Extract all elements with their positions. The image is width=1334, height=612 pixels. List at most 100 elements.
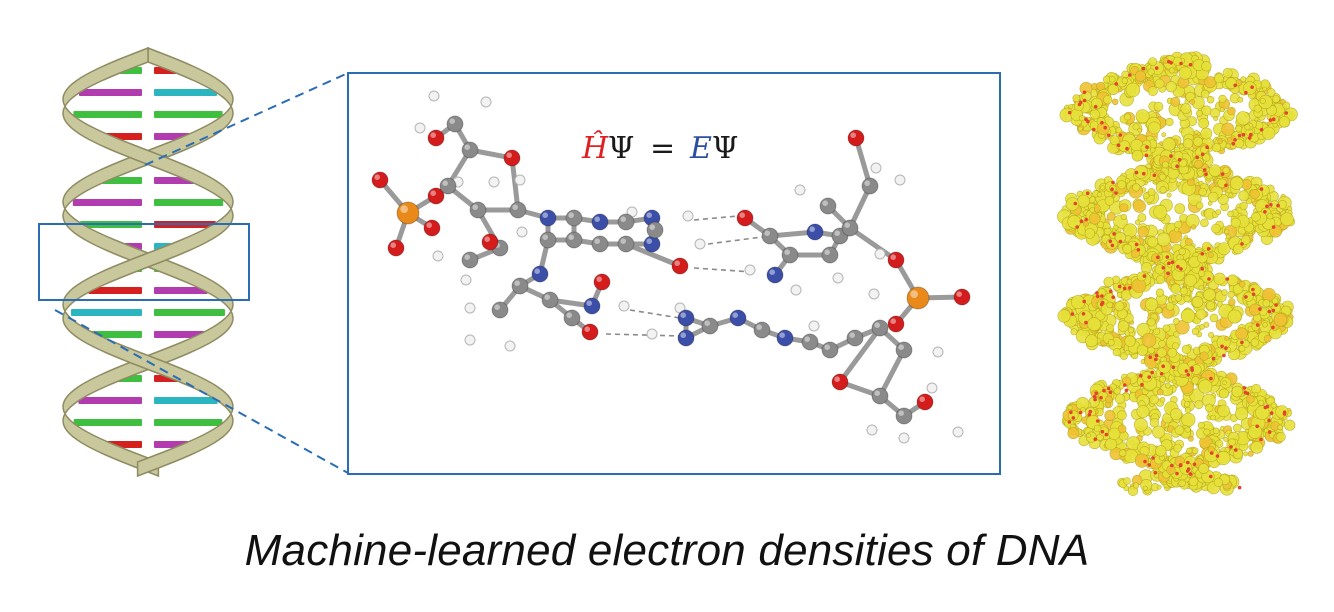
- density-core: [1109, 290, 1113, 294]
- density-blob: [1104, 277, 1114, 287]
- density-blob: [1123, 244, 1132, 253]
- base-left: [73, 199, 142, 206]
- density-blob: [1196, 202, 1203, 209]
- carbon-atom: [702, 318, 718, 334]
- density-core: [1145, 154, 1149, 158]
- density-core: [1084, 218, 1088, 222]
- carbon-atom: [822, 247, 838, 263]
- density-core: [1117, 144, 1121, 148]
- density-blob: [1105, 196, 1114, 205]
- hydrogen-atom: [791, 285, 801, 295]
- hydrogen-atom: [899, 433, 909, 443]
- density-core: [1229, 445, 1233, 449]
- density-blob: [1122, 78, 1128, 84]
- density-blob: [1267, 88, 1275, 96]
- density-core: [1089, 410, 1093, 414]
- density-core: [1205, 145, 1209, 149]
- carbon-atom: [820, 198, 836, 214]
- density-core: [1068, 111, 1072, 115]
- density-core: [1256, 323, 1260, 327]
- atom-highlight: [586, 300, 592, 306]
- density-core: [1238, 486, 1242, 490]
- density-blob: [1283, 416, 1287, 420]
- density-blob: [1278, 425, 1283, 430]
- carbon-atom: [896, 342, 912, 358]
- carbon-atom: [862, 178, 878, 194]
- density-core: [1272, 225, 1276, 229]
- density-core: [1178, 158, 1182, 162]
- density-core: [1187, 373, 1191, 377]
- density-core: [1123, 383, 1127, 387]
- density-blob: [1198, 422, 1204, 428]
- atom-highlight: [472, 204, 478, 210]
- atom-highlight: [890, 318, 896, 324]
- density-core: [1259, 438, 1263, 442]
- density-blob: [1199, 380, 1213, 394]
- atom-highlight: [568, 234, 574, 240]
- density-blob: [1119, 141, 1130, 152]
- density-blob: [1159, 174, 1166, 181]
- density-core: [1189, 63, 1193, 67]
- density-core: [1137, 248, 1141, 252]
- density-blob: [1201, 90, 1209, 98]
- density-blob: [1209, 165, 1221, 177]
- density-blob: [1228, 299, 1235, 306]
- density-core: [1265, 205, 1269, 209]
- density-core: [1179, 464, 1183, 468]
- density-core: [1083, 99, 1087, 103]
- atom-highlight: [594, 216, 600, 222]
- hydrogen-atom: [433, 251, 443, 261]
- atom-highlight: [804, 336, 810, 342]
- density-blob: [1155, 79, 1164, 88]
- hydrogen-atom: [465, 303, 475, 313]
- atom-highlight: [824, 344, 830, 350]
- density-blob: [1191, 225, 1196, 230]
- density-core: [1110, 187, 1114, 191]
- density-core: [1246, 392, 1250, 396]
- atom-highlight: [898, 410, 904, 416]
- density-core: [1140, 383, 1144, 387]
- density-blob: [1214, 116, 1218, 120]
- density-core: [1147, 375, 1151, 379]
- density-blob: [1184, 295, 1191, 302]
- density-core: [1260, 128, 1264, 132]
- density-blob: [1085, 229, 1095, 239]
- density-core: [1267, 419, 1271, 423]
- equals-sign: =: [650, 131, 675, 166]
- atom-highlight: [390, 242, 396, 248]
- density-core: [1207, 277, 1211, 281]
- density-core: [1151, 456, 1155, 460]
- density-blob: [1160, 186, 1167, 193]
- atom-highlight: [374, 174, 380, 180]
- density-core: [1079, 101, 1083, 105]
- density-blob: [1185, 238, 1192, 245]
- density-core: [1068, 420, 1072, 424]
- density-core: [1167, 262, 1171, 266]
- density-core: [1285, 111, 1289, 115]
- density-blob: [1199, 118, 1209, 128]
- figure-caption: Machine-learned electron densities of DN…: [0, 526, 1334, 576]
- base-right: [154, 111, 223, 118]
- atom-highlight: [844, 222, 850, 228]
- density-core: [1105, 433, 1109, 437]
- density-blob: [1219, 95, 1227, 103]
- carbon-atom: [847, 330, 863, 346]
- density-blob: [1097, 192, 1102, 197]
- density-blob: [1171, 284, 1181, 294]
- psi-symbol: Ψ: [608, 131, 634, 166]
- density-core: [1086, 120, 1090, 124]
- atom-highlight: [566, 312, 572, 318]
- density-core: [1234, 448, 1238, 452]
- energy-symbol: E: [689, 131, 712, 166]
- density-blob: [1160, 397, 1165, 402]
- density-blob: [1214, 478, 1223, 487]
- density-core: [1258, 307, 1262, 311]
- atom-highlight: [514, 280, 520, 286]
- density-core: [1107, 134, 1111, 138]
- density-core: [1125, 389, 1129, 393]
- density-blob: [1150, 395, 1159, 404]
- density-core: [1193, 463, 1197, 467]
- atom-highlight: [739, 212, 745, 218]
- base-left: [78, 397, 142, 404]
- density-blob: [1169, 68, 1175, 74]
